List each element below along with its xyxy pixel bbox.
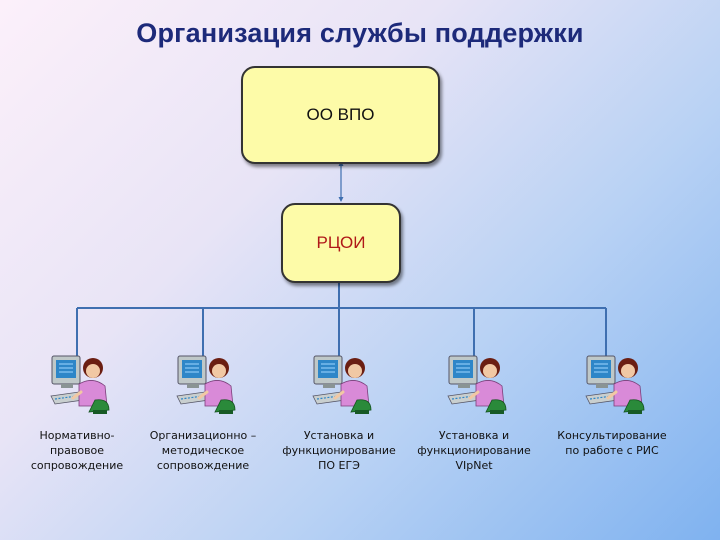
diagram-title: Организация службы поддержки [136,18,584,48]
person-at-computer-icon [49,352,111,418]
branch-caption-line: методическое [161,444,245,457]
person-at-computer-icon [446,352,508,418]
branch-caption-5: Консультирование по работе с РИС [542,428,682,458]
middle-node-label: РЦОИ [316,233,366,252]
top-node-label: ОО ВПО [306,105,375,124]
person-at-computer-icon [175,352,237,418]
branch-caption-line: Установка и [438,429,510,442]
branch-caption-1: Нормативно-правовое сопровождение [7,428,147,473]
branch-caption-line: VIpNet [455,459,493,472]
middle-node-box: РЦОИ [281,203,401,283]
branch-caption-3: Установка и функционирование ПО ЕГЭ [269,428,409,473]
branch-caption-line: сопровождение [156,459,250,472]
branch-caption-line: функционирование [282,444,396,457]
branch-caption-line: правовое [49,444,105,457]
branch-caption-line: по работе с РИС [565,444,659,457]
branch-caption-line: сопровождение [30,459,124,472]
branch-caption-line: Нормативно- [39,429,115,442]
arrowhead-down [338,197,344,202]
branch-caption-line: ПО ЕГЭ [318,459,360,472]
branch-caption-line: Установка и [303,429,375,442]
top-node-box: ОО ВПО [241,66,440,164]
branch-caption-line: Консультирование [557,429,667,442]
person-at-computer-icon [584,352,646,418]
branch-caption-line: Организационно – [149,429,257,442]
branch-caption-2: Организационно – методическое сопровождени… [133,428,273,473]
person-at-computer-icon [311,352,373,418]
branch-caption-line: функционирование [417,444,531,457]
